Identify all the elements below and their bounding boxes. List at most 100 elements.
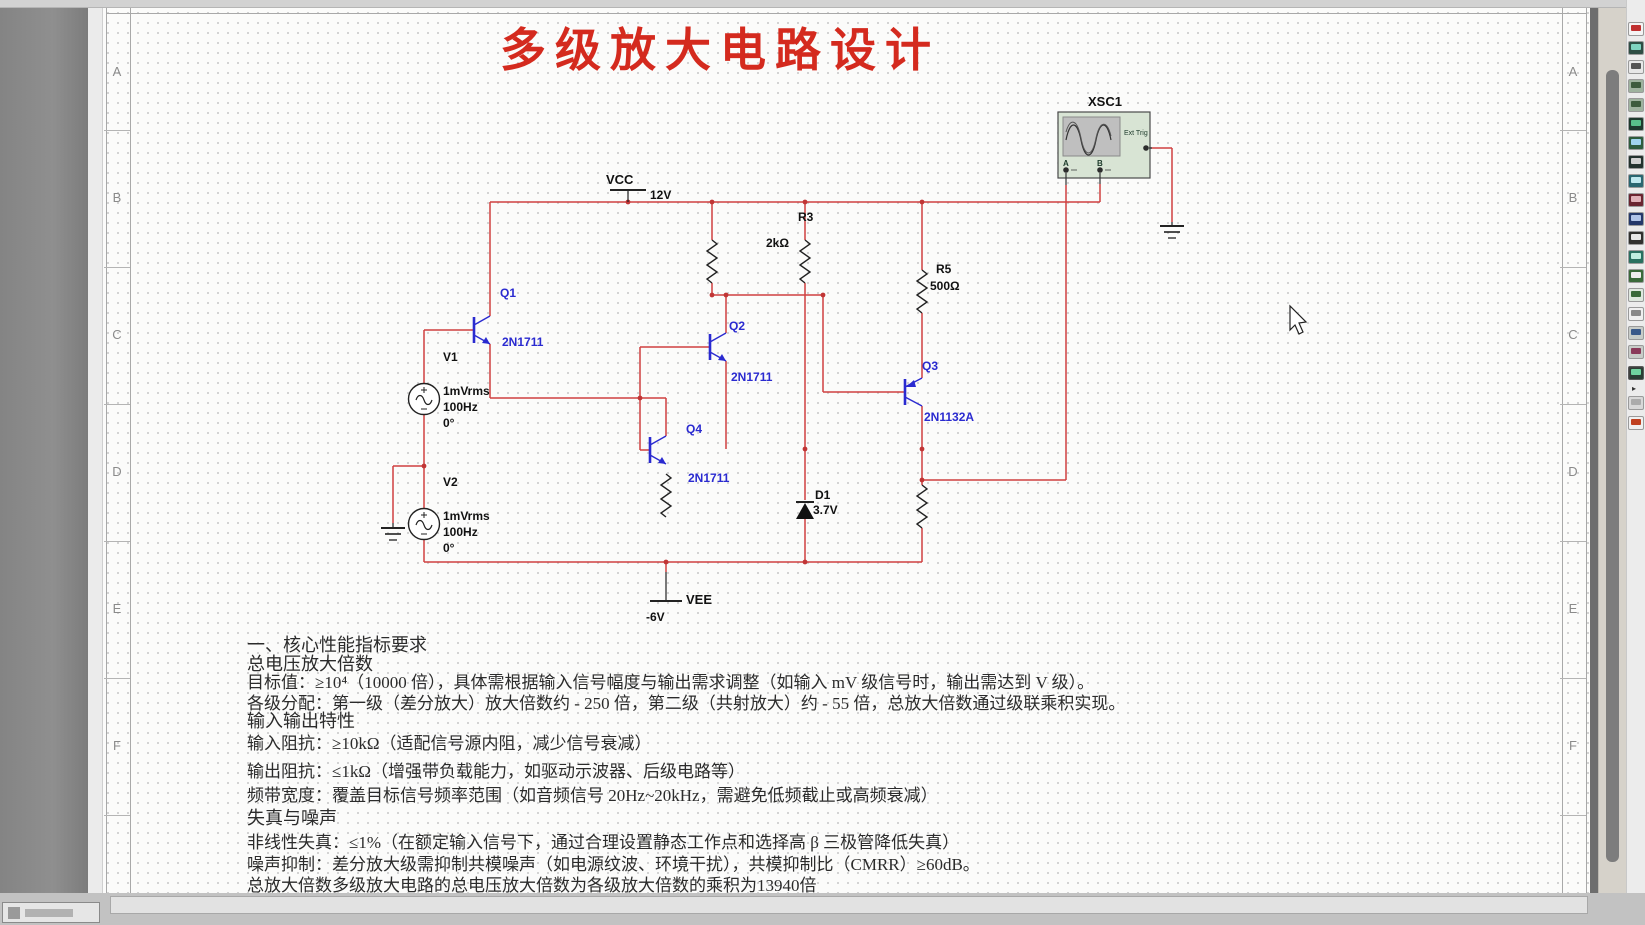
frame-row-label: F xyxy=(113,738,121,753)
frame-row-label: D xyxy=(112,464,122,479)
frame-row-label: C xyxy=(1568,327,1578,342)
xsc1-ext-trig-label: Ext Trig xyxy=(1124,130,1148,137)
vee-label: VEE xyxy=(686,592,712,607)
scope-terminal-a[interactable] xyxy=(1063,167,1069,173)
note-line: 非线性失真：≤1%（在额定输入信号下，通过合理设置静态工作点和选择高 β 三极管… xyxy=(247,833,960,852)
transistor-q1[interactable] xyxy=(472,315,491,345)
source-v1[interactable] xyxy=(407,382,441,416)
scope-terminal-b[interactable] xyxy=(1097,167,1103,173)
vertical-scrollbar-thumb[interactable] xyxy=(1606,70,1619,862)
word-generator-icon-screen xyxy=(1631,158,1641,164)
sheet-edge-shadow xyxy=(1590,8,1598,893)
vcc-label: VCC xyxy=(606,172,634,187)
note-line: 各级分配：第一级（差分放大）放大倍数约 - 250 倍，第二级（共射放大）约 -… xyxy=(247,694,1126,713)
note-line: 输入输出特性 xyxy=(247,711,355,731)
note-line: 频带宽度：覆盖目标信号频率范围（如音频信号 20Hz~20kHz，需避免低频截止… xyxy=(247,786,938,805)
logic-analyzer-icon[interactable] xyxy=(1628,193,1644,207)
logic-converter-icon-screen xyxy=(1631,177,1641,183)
distortion-analyzer-icon-screen xyxy=(1631,234,1641,240)
frame-line xyxy=(1586,8,1587,893)
frame-row-label: C xyxy=(112,327,122,342)
distortion-analyzer-icon[interactable] xyxy=(1628,231,1644,245)
q1-ref: Q1 xyxy=(500,286,516,300)
toolbar-dropdown-arrow[interactable]: ▸ xyxy=(1632,384,1637,393)
ground-symbol[interactable] xyxy=(1160,222,1184,239)
frame-row-label: A xyxy=(1568,64,1578,79)
v2-frequency: 100Hz xyxy=(443,525,478,539)
transistor-q4[interactable] xyxy=(648,435,667,465)
vee-value: -6V xyxy=(646,610,665,624)
diode-d1[interactable] xyxy=(796,501,814,519)
wattmeter-icon[interactable] xyxy=(1628,60,1644,74)
frequency-counter-icon[interactable] xyxy=(1628,136,1644,150)
frame-row-label: B xyxy=(112,190,122,205)
resistor-q4-emitter[interactable] xyxy=(659,473,673,518)
agilent-multimeter-icon-screen xyxy=(1631,310,1641,316)
frame-row-label: E xyxy=(112,601,122,616)
d1-value: 3.7V xyxy=(813,503,838,517)
agilent-function-generator-icon-screen xyxy=(1631,291,1641,297)
taskbar-text-fragment xyxy=(25,909,73,917)
function-generator-icon[interactable] xyxy=(1628,41,1644,55)
schematic-sheet[interactable] xyxy=(103,8,1590,893)
resistor-r5[interactable] xyxy=(915,269,929,314)
oscilloscope-icon-screen xyxy=(1631,82,1641,88)
multimeter-icon[interactable] xyxy=(1628,22,1644,36)
transistor-q3[interactable] xyxy=(903,377,923,407)
spectrum-analyzer-icon-screen xyxy=(1631,253,1641,259)
bode-plotter-icon[interactable] xyxy=(1628,117,1644,131)
frame-row-label: D xyxy=(1568,464,1578,479)
spectrum-analyzer-icon[interactable] xyxy=(1628,250,1644,264)
xsc1-b-label: B xyxy=(1097,159,1103,168)
ni-elvis-icon[interactable] xyxy=(1628,396,1644,410)
resistor-output[interactable] xyxy=(915,484,929,529)
agilent-multimeter-icon[interactable] xyxy=(1628,307,1644,321)
word-generator-icon[interactable] xyxy=(1628,155,1644,169)
v1-phase: 0° xyxy=(443,416,455,430)
multimeter-icon-screen xyxy=(1631,25,1641,31)
frame-line xyxy=(1562,8,1563,893)
ni-elvis-icon-screen xyxy=(1631,399,1641,405)
v2-ref: V2 xyxy=(443,475,458,489)
network-analyzer-icon[interactable] xyxy=(1628,269,1644,283)
q3-ref: Q3 xyxy=(922,359,938,373)
four-channel-oscilloscope-icon[interactable] xyxy=(1628,98,1644,112)
frame-divider xyxy=(1560,267,1586,268)
oscilloscope-icon[interactable] xyxy=(1628,79,1644,93)
source-v2[interactable] xyxy=(407,507,441,541)
agilent-oscilloscope-icon[interactable] xyxy=(1628,326,1644,340)
logic-converter-icon[interactable] xyxy=(1628,174,1644,188)
wire-junctions xyxy=(421,199,925,565)
transistor-q2[interactable] xyxy=(708,332,727,362)
resistor-bias-left[interactable] xyxy=(705,239,719,284)
resistor-r3[interactable] xyxy=(798,239,812,284)
oscilloscope-xsc1[interactable] xyxy=(1057,111,1152,185)
labview-instrument-icon[interactable] xyxy=(1628,366,1644,380)
frame-divider xyxy=(104,130,130,131)
r5-value: 500Ω xyxy=(930,279,960,293)
page-title: 多级放大电路设计 xyxy=(500,25,940,76)
iv-analyzer-icon[interactable] xyxy=(1628,212,1644,226)
q4-ref: Q4 xyxy=(686,422,702,436)
current-clamp-icon[interactable] xyxy=(1628,416,1644,430)
tektronix-oscilloscope-icon[interactable] xyxy=(1628,345,1644,359)
note-line: 噪声抑制：差分放大级需抑制共模噪声（如电源纹波、环境干扰），共模抑制比（CMRR… xyxy=(247,855,980,874)
vcc-power-symbol[interactable] xyxy=(610,189,646,202)
q4-model: 2N1711 xyxy=(688,471,730,485)
note-line: 目标值：≥10⁴（10000 倍），具体需根据输入信号幅度与输出需求调整（如输入… xyxy=(247,673,1095,692)
agilent-function-generator-icon[interactable] xyxy=(1628,288,1644,302)
q2-ref: Q2 xyxy=(729,319,745,333)
frame-divider xyxy=(104,815,130,816)
ground-symbol[interactable] xyxy=(381,523,405,541)
wires[interactable] xyxy=(392,147,1173,572)
v2-amplitude: 1mVrms xyxy=(443,509,490,523)
vcc-value: 12V xyxy=(650,188,671,202)
scope-terminal-ext[interactable] xyxy=(1143,145,1149,151)
horizontal-scrollbar[interactable] xyxy=(110,896,1588,914)
frame-line xyxy=(106,13,1586,14)
v1-amplitude: 1mVrms xyxy=(443,384,490,398)
vee-power-symbol[interactable] xyxy=(650,572,682,602)
function-generator-icon-screen xyxy=(1631,44,1641,50)
xsc1-ref: XSC1 xyxy=(1088,94,1122,109)
